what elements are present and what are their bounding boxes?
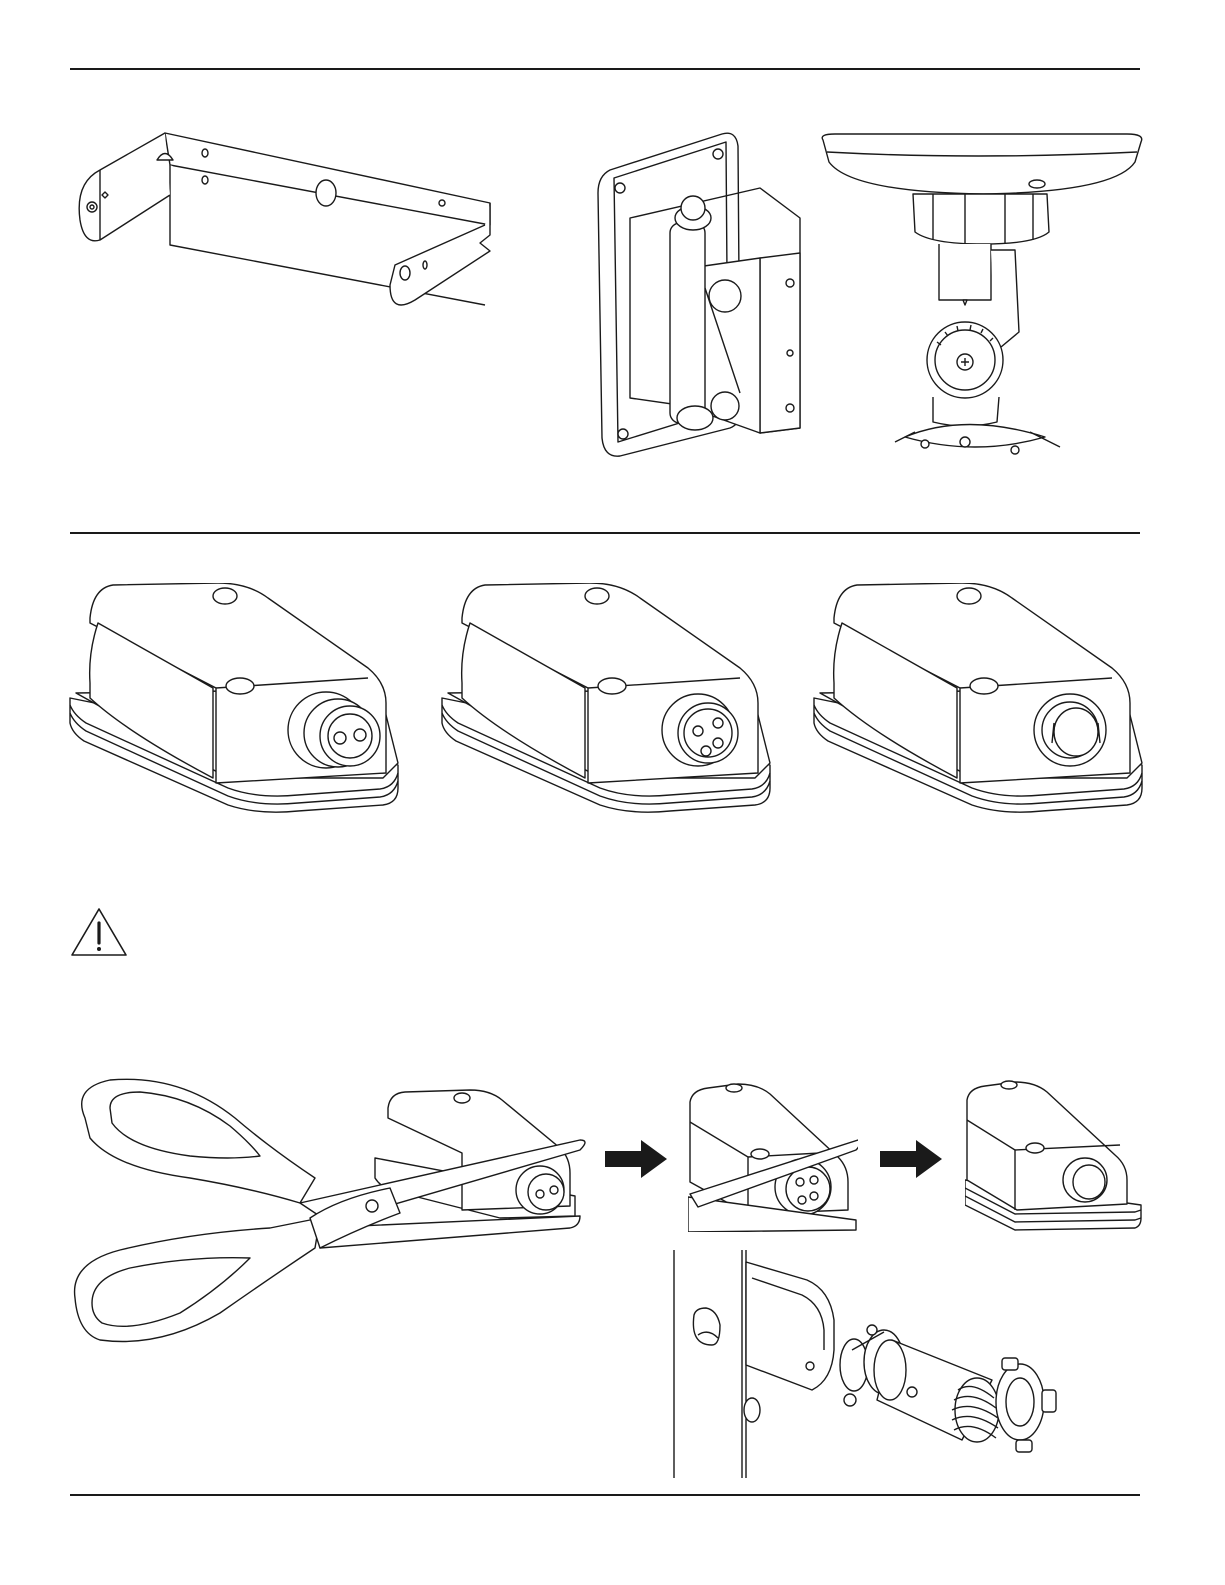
warning-triangle-icon — [70, 907, 128, 957]
wall-mount-swivel-illustration — [590, 128, 820, 463]
bottom-rule — [70, 1494, 1140, 1496]
right-arrow-icon — [605, 1140, 667, 1178]
top-rule — [70, 68, 1140, 70]
ceiling-mount-swivel-illustration — [815, 132, 1150, 462]
u-bracket-illustration — [70, 125, 500, 315]
conduit-through-wall-illustration — [672, 1250, 1067, 1478]
open-port-illustration — [965, 1080, 1143, 1235]
junction-box-two-pin-illustration — [68, 583, 403, 813]
middle-rule — [70, 532, 1140, 534]
right-arrow-icon — [880, 1140, 942, 1178]
removing-cap-illustration — [688, 1082, 858, 1232]
junction-box-open-port-illustration — [812, 583, 1147, 813]
junction-box-four-pin-illustration — [440, 583, 775, 813]
scissors-cutting-plug-illustration — [70, 1078, 590, 1353]
